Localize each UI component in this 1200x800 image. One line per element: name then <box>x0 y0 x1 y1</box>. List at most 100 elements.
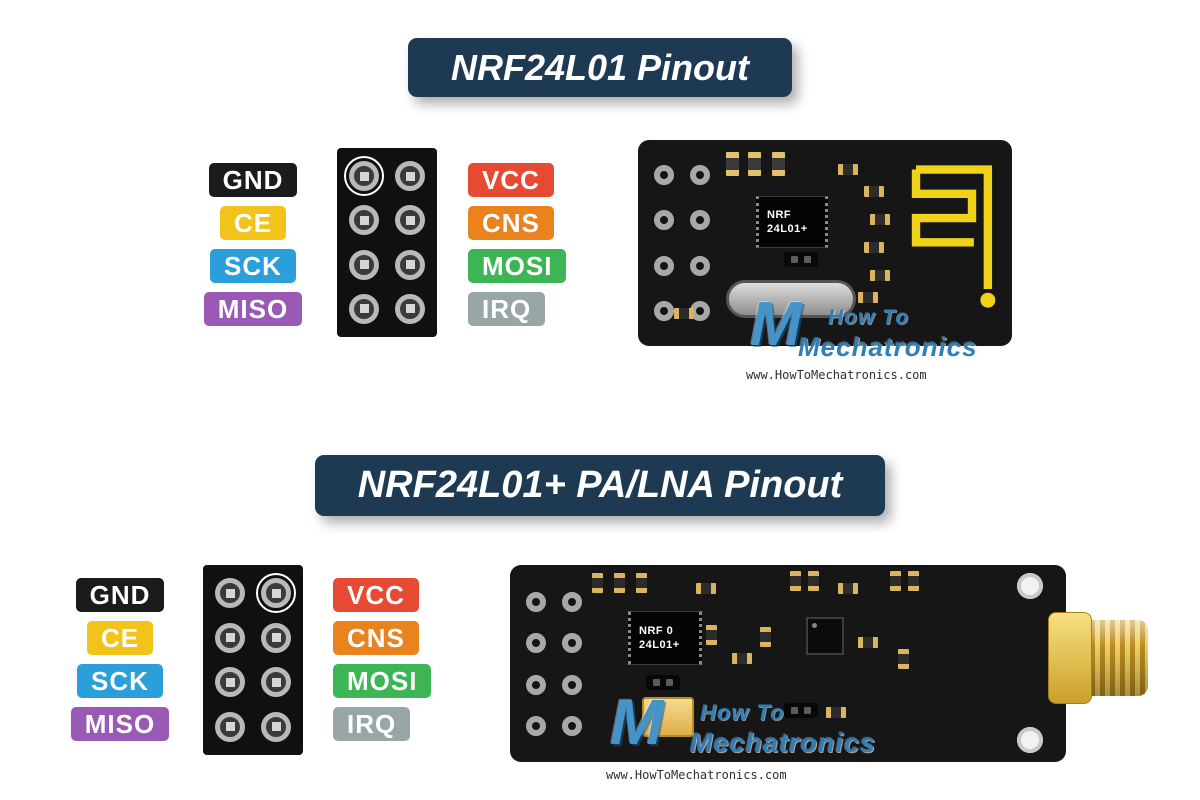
smd-component <box>838 164 858 175</box>
pin-label-cns: CNS <box>333 621 419 655</box>
smd-component <box>790 571 801 591</box>
connector-pin-6 <box>395 249 425 280</box>
connector-pin-1 <box>344 156 384 197</box>
connector-pin-7 <box>215 711 245 742</box>
smd-component <box>696 583 716 594</box>
pin-contact <box>271 588 281 598</box>
connector-pin-3 <box>215 622 245 653</box>
pin-contact <box>225 722 235 732</box>
pin-label-gnd: GND <box>75 578 165 612</box>
smd-component <box>732 653 752 664</box>
connector-pin-8 <box>395 293 425 324</box>
crystal-component <box>642 697 694 737</box>
smd-component <box>760 627 771 647</box>
pin-hole <box>526 633 546 654</box>
smd-component <box>890 571 901 591</box>
pa-lna-amplifier-ic <box>806 617 844 655</box>
section1-title-badge: NRF24L01 Pinout <box>408 38 792 97</box>
smd-component <box>870 270 890 281</box>
connector-pin-1 <box>215 578 245 609</box>
nrf24l01-pa-lna-module-pcb: NRF 0 24L01+ <box>510 565 1066 762</box>
pin-contact <box>271 677 281 687</box>
section2-pin-header-connector <box>203 565 303 755</box>
pin-contact <box>225 588 235 598</box>
connector-pin-7 <box>349 293 379 324</box>
pin-label-sck: SCK <box>210 249 296 283</box>
pin-contact <box>359 304 369 314</box>
chip-label-line2: 24L01+ <box>767 223 808 235</box>
pin-contact <box>405 304 415 314</box>
connector-pin-4 <box>395 205 425 236</box>
pin-hole <box>654 255 674 276</box>
section2-title-text: NRF24L01+ PA/LNA Pinout <box>357 464 843 506</box>
chip-label-line1: NRF 0 <box>639 624 674 637</box>
section1-pin-labels-right: VCC CNS MOSI IRQ <box>468 163 567 326</box>
pin-hole <box>526 716 546 737</box>
crystal-oscillator <box>726 280 856 318</box>
connector-pin-3 <box>349 205 379 236</box>
smd-component <box>908 571 919 591</box>
pin-contact <box>405 171 415 181</box>
rf-chip: NRF 24L01+ <box>756 196 828 248</box>
smd-component <box>808 571 819 591</box>
pin-contact <box>405 215 415 225</box>
connector-pin-6 <box>261 667 291 698</box>
pin-label-cns: CNS <box>468 206 554 240</box>
rf-chip: NRF 0 24L01+ <box>628 611 702 665</box>
chip-label-line2: 24L01+ <box>639 639 680 651</box>
pin-contact <box>271 633 281 643</box>
watermark-url: www.HowToMechatronics.com <box>606 768 787 782</box>
smd-component <box>772 152 785 176</box>
module-pin-holes <box>518 581 590 747</box>
mounting-hole <box>1017 573 1043 599</box>
pin-contact <box>359 171 369 181</box>
watermark-brand: Mechatronics <box>798 332 978 362</box>
section1-title-text: NRF24L01 Pinout <box>450 46 750 88</box>
watermark-url: www.HowToMechatronics.com <box>746 368 927 382</box>
pin-contact <box>405 260 415 270</box>
smd-component <box>864 242 884 253</box>
watermark-how-to: How To <box>700 700 785 725</box>
smd-component <box>864 186 884 197</box>
connector-pin-4 <box>261 622 291 653</box>
pin-label-vcc: VCC <box>468 163 554 197</box>
pin-hole <box>690 255 710 276</box>
nrf24l01-module-pcb: NRF 24L01+ <box>638 140 1012 346</box>
pin-label-mosi: MOSI <box>468 249 567 283</box>
pin-hole <box>654 210 674 231</box>
smd-component <box>748 152 761 176</box>
smd-component <box>838 583 858 594</box>
pin-hole <box>654 301 674 322</box>
smd-capacitor <box>784 252 818 267</box>
pin-hole <box>562 716 582 737</box>
pin-contact <box>359 215 369 225</box>
section2-pin-labels-right: VCC CNS MOSI IRQ <box>333 578 432 741</box>
smd-component <box>826 707 846 718</box>
smd-component <box>726 152 739 176</box>
pin-hole <box>526 674 546 695</box>
pin-label-sck: SCK <box>77 664 163 698</box>
sma-antenna-connector <box>1090 620 1148 696</box>
connector-pin-8 <box>261 711 291 742</box>
connector-pin-5 <box>215 667 245 698</box>
pin-contact <box>271 722 281 732</box>
watermark-how-to: How To <box>828 306 910 329</box>
watermark-brand: Mechatronics <box>690 728 877 758</box>
mounting-hole <box>1017 727 1043 753</box>
pin-label-ce: CE <box>86 621 154 655</box>
smd-component <box>614 573 625 593</box>
pin-label-mosi: MOSI <box>333 664 432 698</box>
pcb-antenna <box>911 165 996 308</box>
smd-component <box>706 625 717 645</box>
pin-hole <box>690 164 710 185</box>
mechatronics-logo-m: M <box>610 686 664 758</box>
smd-capacitor <box>784 703 818 718</box>
chip-label-line1: NRF <box>767 208 792 221</box>
smd-component <box>674 308 694 319</box>
pin-hole <box>654 164 674 185</box>
pin-label-irq: IRQ <box>468 292 546 326</box>
pin-hole <box>562 674 582 695</box>
connector-pin-5 <box>349 249 379 280</box>
pin-contact <box>359 260 369 270</box>
